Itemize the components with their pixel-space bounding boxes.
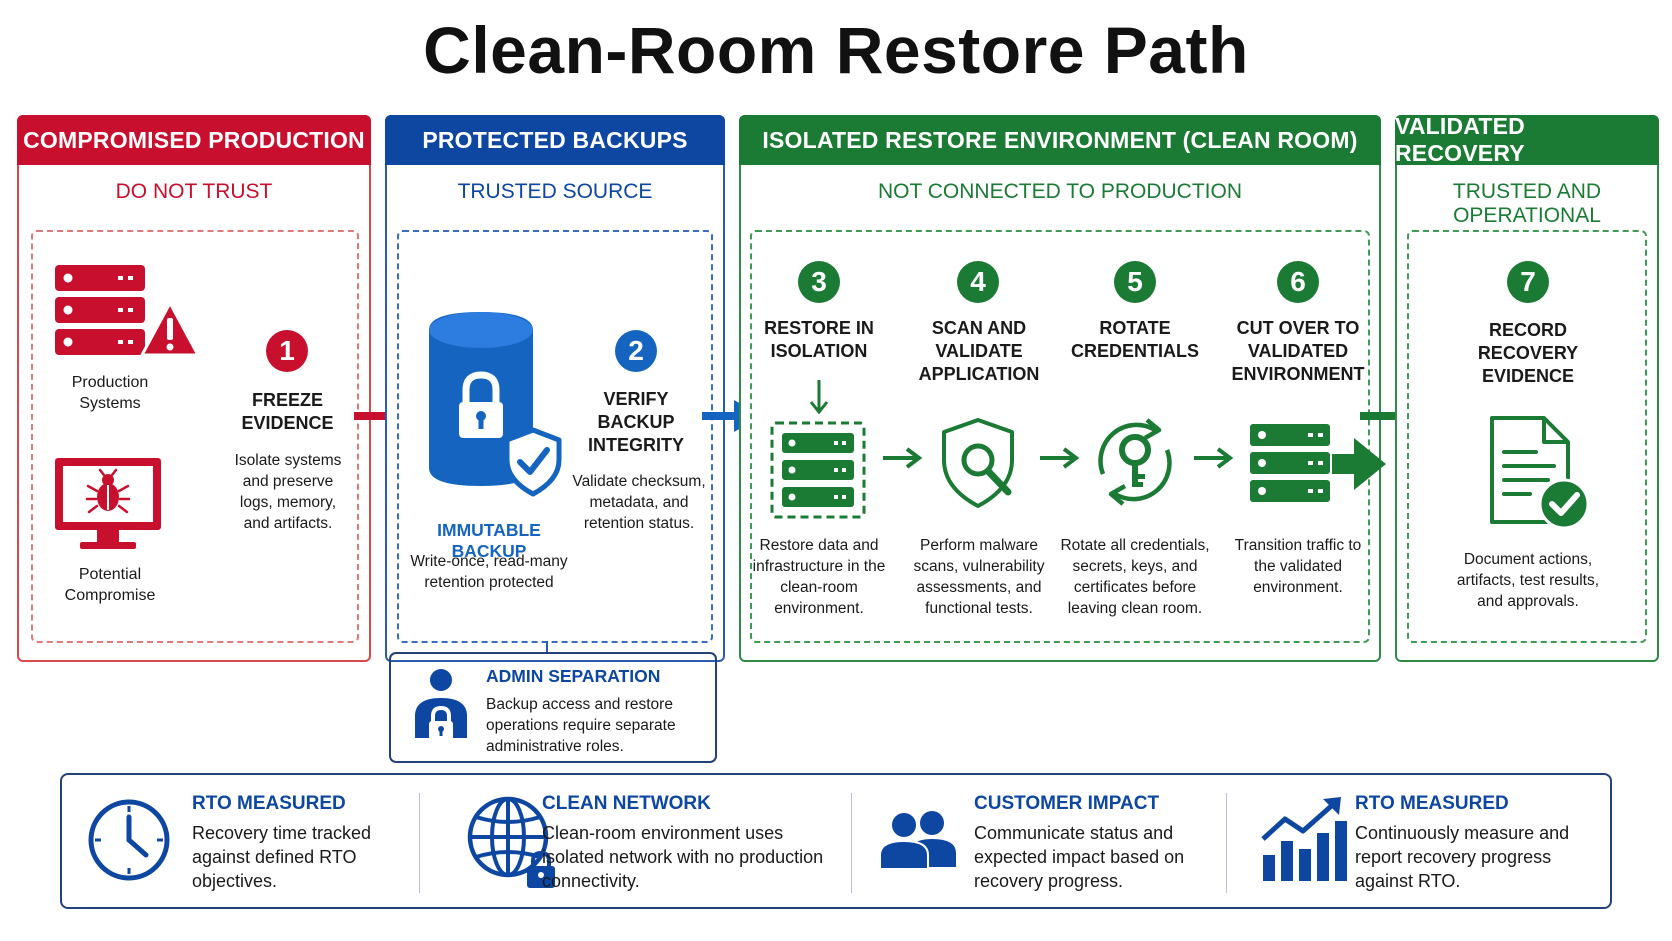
step-desc-4: Perform malware scans, vulnerability ass… <box>913 537 1045 617</box>
phase-content-area <box>750 230 1370 643</box>
phase-content-area <box>1407 230 1647 643</box>
growth-chart-icon <box>1259 795 1351 885</box>
divider <box>419 793 420 893</box>
arrow-right-icon <box>1040 446 1080 470</box>
footer-title: RTO MEASURED <box>192 793 346 814</box>
phase-compromised-production: COMPROMISED PRODUCTION DO NOT TRUST <box>17 115 371 662</box>
footer-text: Recovery time tracked against defined RT… <box>192 823 372 891</box>
arrow-right-icon <box>1194 446 1234 470</box>
footer-title: CUSTOMER IMPACT <box>974 793 1160 814</box>
users-icon <box>880 809 958 871</box>
phase-isolated-restore: ISOLATED RESTORE ENVIRONMENT (CLEAN ROOM… <box>739 115 1381 662</box>
footer-item-customer-impact: CUSTOMER IMPACT Communicate status and e… <box>852 775 1220 907</box>
phase-validated-recovery: VALIDATED RECOVERY TRUSTED AND OPERATION… <box>1395 113 1659 662</box>
step-label-7: RECORD RECOVERY EVIDENCE <box>1477 320 1579 386</box>
step-number-6: 6 <box>1277 261 1319 303</box>
phase-header: ISOLATED RESTORE ENVIRONMENT (CLEAN ROOM… <box>739 115 1381 165</box>
footer-item-rto-progress: RTO MEASURED Continuously measure and re… <box>1227 775 1612 907</box>
production-server-warning-icon <box>52 263 202 363</box>
step-label-3: RESTORE IN ISOLATION <box>764 318 874 361</box>
footer-panel: RTO MEASURED Recovery time tracked again… <box>60 773 1612 909</box>
footer-title: CLEAN NETWORK <box>542 793 711 814</box>
footer-item-rto-measured: RTO MEASURED Recovery time tracked again… <box>62 775 417 907</box>
step-number-4: 4 <box>957 261 999 303</box>
phase-header: PROTECTED BACKUPS <box>385 115 725 165</box>
step-number-1: 1 <box>266 330 308 372</box>
divider <box>1226 793 1227 893</box>
phase-subtitle: TRUSTED AND OPERATIONAL <box>1452 180 1602 227</box>
phase-header: VALIDATED RECOVERY <box>1395 113 1659 166</box>
document-check-icon <box>1486 414 1592 532</box>
bug-monitor-icon <box>52 455 164 555</box>
potential-compromise-label: Potential Compromise <box>64 566 156 604</box>
footer-item-clean-network: CLEAN NETWORK Clean-room environment use… <box>420 775 845 907</box>
step-label-5: ROTATE CREDENTIALS <box>1070 318 1199 361</box>
immutable-backup-desc: Write-once, read-many retention protecte… <box>410 553 568 591</box>
footer-title: RTO MEASURED <box>1355 793 1509 814</box>
admin-separation-box: ADMIN SEPARATION Backup access and resto… <box>389 652 717 763</box>
admin-separation-desc: Backup access and restore operations req… <box>486 696 676 755</box>
step-desc-5: Rotate all credentials, secrets, keys, a… <box>1060 537 1210 617</box>
clock-icon <box>86 797 172 883</box>
divider <box>851 793 852 893</box>
arrow-down-icon <box>809 380 829 414</box>
production-systems-label: Production Systems <box>71 374 149 412</box>
step-label-6: CUT OVER TO VALIDATED ENVIRONMENT <box>1231 318 1365 384</box>
step-desc-7: Document actions, artifacts, test result… <box>1456 551 1600 610</box>
phase-subtitle: NOT CONNECTED TO PRODUCTION <box>877 180 1243 203</box>
restore-server-icon <box>770 421 866 519</box>
server-cutover-icon <box>1248 422 1390 504</box>
page-title: Clean-Room Restore Path <box>423 13 1249 87</box>
step-label-4: SCAN AND VALIDATE APPLICATION <box>918 318 1040 384</box>
immutable-backup-title: IMMUTABLE BACKUP <box>437 520 541 561</box>
arrow-right-icon <box>883 446 923 470</box>
step-label-1: FREEZE EVIDENCE <box>241 390 334 433</box>
footer-text: Communicate status and expected impact b… <box>974 823 1185 891</box>
footer-text: Clean-room environment uses isolated net… <box>542 823 824 891</box>
admin-lock-user-icon <box>413 666 469 746</box>
phase-content-area <box>397 230 713 643</box>
admin-connector-line <box>546 641 548 652</box>
phase-content-area <box>31 230 359 643</box>
step-desc-6: Transition traffic to the validated envi… <box>1234 537 1362 596</box>
step-desc-2: Validate checksum, metadata, and retenti… <box>572 473 706 532</box>
globe-lock-icon <box>464 793 560 889</box>
footer-text: Continuously measure and report recovery… <box>1355 823 1570 891</box>
database-lock-icon <box>425 308 565 498</box>
step-desc-3: Restore data and infrastructure in the c… <box>752 537 886 617</box>
phase-header: COMPROMISED PRODUCTION <box>17 115 371 165</box>
phase-subtitle: TRUSTED SOURCE <box>457 180 653 203</box>
key-rotate-icon <box>1087 414 1183 510</box>
step-label-2: VERIFY BACKUP INTEGRITY <box>587 389 684 455</box>
admin-separation-title: ADMIN SEPARATION <box>486 666 661 686</box>
step-desc-1: Isolate systems and preserve logs, memor… <box>234 452 342 532</box>
shield-magnifier-icon <box>938 416 1030 512</box>
phase-subtitle: DO NOT TRUST <box>115 180 273 203</box>
step-number-3: 3 <box>798 261 840 303</box>
step-number-5: 5 <box>1114 261 1156 303</box>
step-number-2: 2 <box>615 330 657 372</box>
step-number-7: 7 <box>1507 261 1549 303</box>
